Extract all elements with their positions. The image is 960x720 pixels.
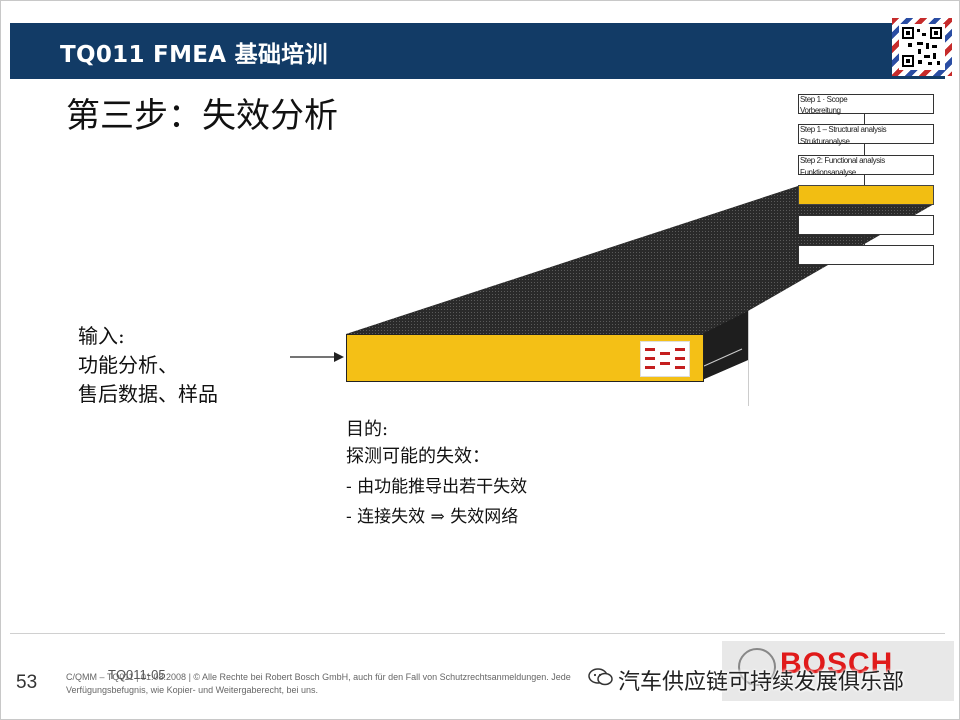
side-panel bbox=[748, 311, 949, 406]
goal-bullet-2: - 连接失效 ⇒ 失效网络 bbox=[346, 507, 519, 527]
header-title: TQ011 FMEA 基础培训 bbox=[60, 42, 328, 68]
goal-bullet-1: - 由功能推导出若干失效 bbox=[346, 477, 528, 497]
step-box-4-active bbox=[798, 185, 934, 205]
step-text-2: Vorbereitung bbox=[800, 106, 841, 115]
input-label: 输入: bbox=[78, 324, 125, 348]
wedge-top-face bbox=[346, 186, 934, 380]
qr-code-stamp bbox=[892, 18, 952, 76]
qr-code-icon bbox=[902, 27, 942, 67]
step-text-6: Funktionsanalyse bbox=[800, 168, 856, 177]
step-arrow-5 bbox=[864, 234, 865, 245]
step-text-5: Step 2: Functional analysis bbox=[800, 156, 885, 165]
step-arrow-2 bbox=[864, 143, 865, 155]
step-box-6 bbox=[798, 245, 934, 265]
input-line-2: 售后数据、样品 bbox=[78, 382, 218, 406]
step-box-3 bbox=[798, 155, 934, 175]
input-block: 输入: 功能分析、 售后数据、样品 bbox=[78, 322, 218, 409]
step-box-5 bbox=[798, 215, 934, 235]
footer-code: TQ011-05 bbox=[108, 667, 166, 682]
goal-label: 目的: bbox=[346, 419, 389, 440]
watermark-text: 汽车供应链可持续发展俱乐部 bbox=[618, 670, 905, 695]
wechat-icon bbox=[588, 668, 613, 686]
wedge-side-face bbox=[702, 311, 748, 380]
footer-copyright-2: Verfügungsbefugnis, wie Kopier- und Weit… bbox=[66, 685, 318, 695]
bosch-armature-icon bbox=[738, 648, 776, 686]
footer-divider bbox=[10, 633, 945, 634]
slide-title: 第三步：失效分析 bbox=[66, 96, 338, 136]
step-text-3: Step 1 – Structural analysis bbox=[800, 125, 887, 134]
bosch-logo: BOSCH bbox=[780, 647, 894, 680]
goal-line-1: 探测可能的失效： bbox=[346, 446, 490, 467]
step-arrow-3 bbox=[864, 174, 865, 185]
step-arrow-4 bbox=[864, 204, 865, 215]
step-box-1 bbox=[798, 94, 934, 114]
step-text-1: Step 1 · Scope bbox=[800, 95, 848, 104]
step-box-2 bbox=[798, 124, 934, 144]
input-line-1: 功能分析、 bbox=[78, 353, 178, 377]
goal-block: 目的: 探测可能的失效： bbox=[346, 416, 490, 470]
failure-network-icon bbox=[640, 341, 690, 377]
page-number: 53 bbox=[16, 672, 38, 693]
side-arrow bbox=[703, 348, 743, 367]
footer-copyright-1: C/QMM – TQ011 | 01.08.2008 | © Alle Rech… bbox=[66, 672, 571, 682]
input-arrow-head bbox=[334, 352, 344, 362]
step-text-4: Strukturanalyse bbox=[800, 137, 850, 146]
header-bar bbox=[10, 23, 945, 79]
step-arrow-1 bbox=[864, 113, 865, 124]
